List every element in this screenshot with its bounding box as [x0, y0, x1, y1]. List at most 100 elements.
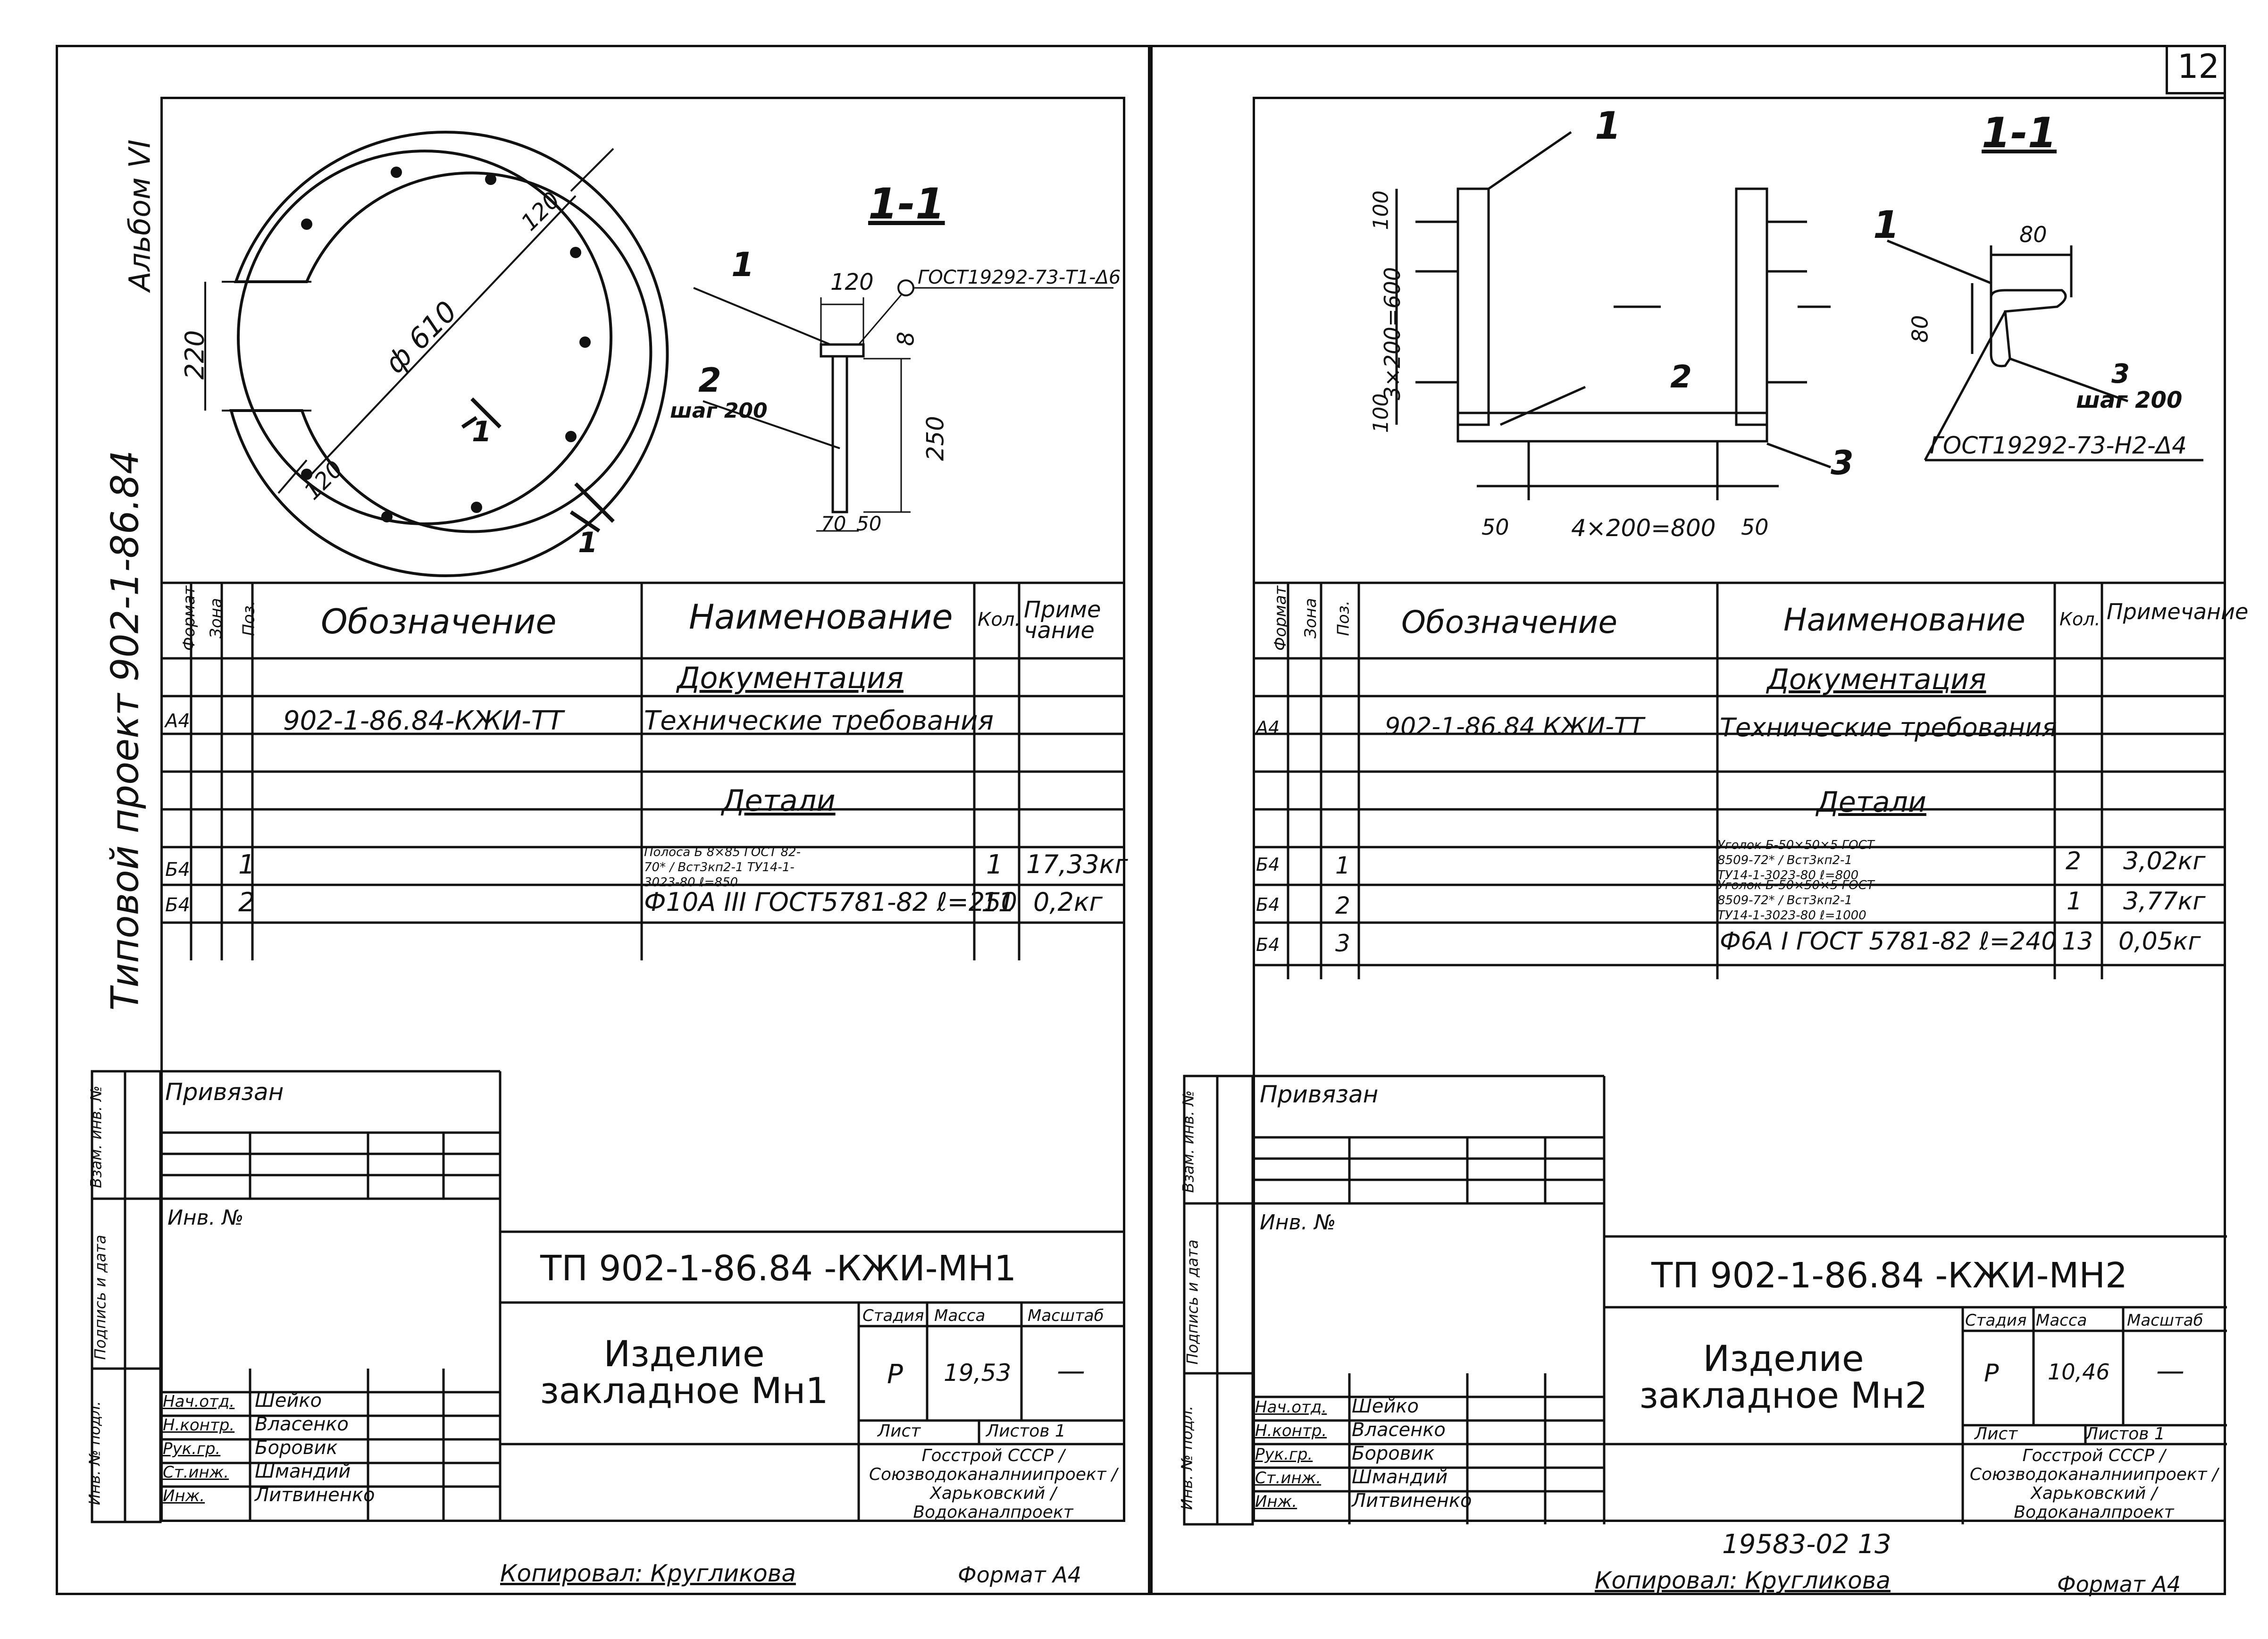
left-person-name: Власенко [255, 1413, 349, 1435]
left-step-label: шаг 200 [670, 399, 768, 423]
right-org: Госстрой СССР / Союзводоканалниипроект /… [1969, 1446, 2218, 1522]
right-row2-format: Б4 [1256, 854, 1280, 875]
right-section-docs: Документация [1767, 663, 1986, 696]
left-person-role: Инж. [163, 1487, 205, 1505]
album-label: Альбом VI [122, 139, 157, 292]
right-section-leader-1: 1 [1873, 203, 1900, 247]
right-row4-format: Б4 [1256, 934, 1280, 955]
right-leader-2: 2 [1670, 359, 1692, 395]
left-weld-note: ГОСТ19292-73-Т1-Δ6 [918, 267, 1121, 288]
right-person-role: Ст.инж. [1255, 1469, 1322, 1488]
right-weld-note: ГОСТ19292-73-Н2-Δ4 [1930, 432, 2187, 459]
right-side-label-sign: Подпись и дата [1183, 1239, 1202, 1365]
right-person-name: Шейко [1352, 1395, 1419, 1417]
left-org: Госстрой СССР / Союзводоканалниипроект /… [869, 1446, 1118, 1522]
right-dim-600: 3×200=600 [1379, 267, 1405, 400]
right-stamp-item: Изделие закладное Мн2 [1639, 1337, 1928, 1416]
right-sheet-label: Лист [1975, 1424, 2018, 1444]
left-leader-2: 2 [698, 361, 721, 400]
left-person-name: Шейко [255, 1390, 322, 1412]
left-row3-note: 0,2кг [1033, 887, 1103, 917]
right-dim-50-left: 50 [1481, 514, 1509, 540]
left-person-name: Литвиненко [255, 1484, 375, 1506]
left-section-title: 1-1 [868, 179, 945, 229]
right-row3-qty: 1 [2067, 887, 2083, 916]
right-archive-number: 19583-02 13 [1722, 1529, 1891, 1560]
left-dim-50: 50 [856, 512, 882, 535]
right-scale-label: Масштаб [2127, 1311, 2203, 1330]
right-mass: 10,46 [2048, 1359, 2110, 1385]
left-spec-table-grid [160, 581, 1125, 960]
left-dim-8: 8 [893, 331, 920, 346]
right-person-role: Инж. [1255, 1492, 1297, 1511]
left-section-docs: Документация [677, 661, 904, 695]
right-header-format: Формат [1271, 586, 1290, 651]
right-scale: — [2156, 1354, 2184, 1387]
right-row1-format: А4 [1256, 717, 1280, 738]
left-header-format: Формат [179, 586, 199, 651]
sheet-number: 12 [2177, 47, 2220, 86]
left-sheets-label: Листов 1 [986, 1421, 1066, 1441]
right-angle-section-drawing [1887, 239, 2203, 462]
right-inv-label: Инв. № [1260, 1210, 1336, 1235]
left-scale: — [1057, 1354, 1085, 1387]
left-bound-label: Привязан [165, 1078, 284, 1106]
right-header-zone: Зона [1301, 598, 1320, 639]
left-stage-label: Стадия [862, 1306, 924, 1325]
right-section-parts: Детали [1816, 786, 1926, 819]
left-row3-name: Ф10А III ГОСТ5781-82 ℓ=250 [644, 887, 1017, 917]
right-row4-name: Ф6А I ГОСТ 5781-82 ℓ=240 [1720, 927, 2057, 956]
right-step-label: шаг 200 [2076, 387, 2183, 413]
left-row2-pos: 1 [238, 849, 255, 880]
right-header-pos: Поз. [1334, 600, 1353, 636]
right-sheets-label: Листов 1 [2085, 1424, 2165, 1444]
right-header-designation: Обозначение [1401, 604, 1617, 640]
left-leader-1: 1 [731, 245, 754, 284]
left-header-zone: Зона [206, 598, 226, 639]
right-dim-100-bottom: 100 [1369, 393, 1393, 433]
right-person-name: Боровик [1352, 1443, 1435, 1464]
left-mass: 19,53 [944, 1359, 1012, 1387]
left-section-mark-1: 1 [472, 415, 492, 448]
right-dim-80-top: 80 [2019, 222, 2047, 247]
left-inv-label: Инв. № [167, 1206, 244, 1230]
right-copied-by: Копировал: Кругликова [1595, 1567, 1891, 1594]
left-row2-name: Полоса Б 8×85 ГОСТ 82-70* / Вст3кп2-1 ТУ… [644, 845, 801, 890]
left-header-name: Наименование [689, 597, 953, 637]
right-row3-format: Б4 [1256, 894, 1280, 915]
left-row1-name: Технические требования [644, 706, 994, 736]
left-row1-designation: 902-1-86.84-КЖИ-ТТ [283, 706, 564, 736]
right-section-title: 1-1 [1982, 109, 2057, 157]
left-section-drawing [693, 279, 1113, 532]
left-side-label-replace: Взам. инв. № [87, 1085, 105, 1188]
left-plate-drawing [204, 131, 669, 577]
left-row3-format: Б4 [165, 894, 190, 916]
right-dim-50-right: 50 [1741, 514, 1769, 540]
right-dim-80-side: 80 [1907, 315, 1933, 343]
left-header-pos: Поз. [239, 600, 259, 636]
left-dim-70: 70 [821, 512, 846, 535]
right-person-name: Литвиненко [1352, 1490, 1472, 1512]
right-row4-qty: 13 [2062, 927, 2093, 956]
left-row2-format: Б4 [165, 859, 190, 881]
right-row1-name: Технические требования [1720, 713, 2057, 742]
right-row2-name: Уголок Б-50×50×5 ГОСТ 8509-72* / Вст3кп2… [1717, 838, 1875, 883]
left-section-mark-2: 1 [578, 526, 598, 559]
left-person-role: Рук.гр. [163, 1439, 221, 1458]
left-format-label: Формат А4 [958, 1562, 1081, 1588]
left-person-name: Боровик [255, 1437, 338, 1459]
left-row2-qty: 1 [986, 849, 1003, 880]
right-person-name: Шмандий [1352, 1466, 1448, 1488]
right-person-role: Нач.отд. [1255, 1398, 1327, 1417]
left-stage: Р [887, 1359, 903, 1390]
left-stamp-grid [91, 1070, 1125, 1523]
right-header-note: Примечание [2107, 599, 2249, 624]
right-row1-designation: 902-1-86.84 КЖИ-ТТ [1385, 713, 1644, 741]
left-dim-250: 250 [921, 416, 949, 461]
right-spec-table-grid [1253, 581, 2226, 979]
right-channel-drawing [1395, 131, 1831, 500]
left-scale-label: Масштаб [1028, 1306, 1104, 1325]
right-mass-label: Масса [2036, 1311, 2087, 1330]
left-stamp-code: ТП 902-1-86.84 -КЖИ-МН1 [540, 1248, 1017, 1289]
right-section-leader-3: 3 [2111, 359, 2130, 389]
